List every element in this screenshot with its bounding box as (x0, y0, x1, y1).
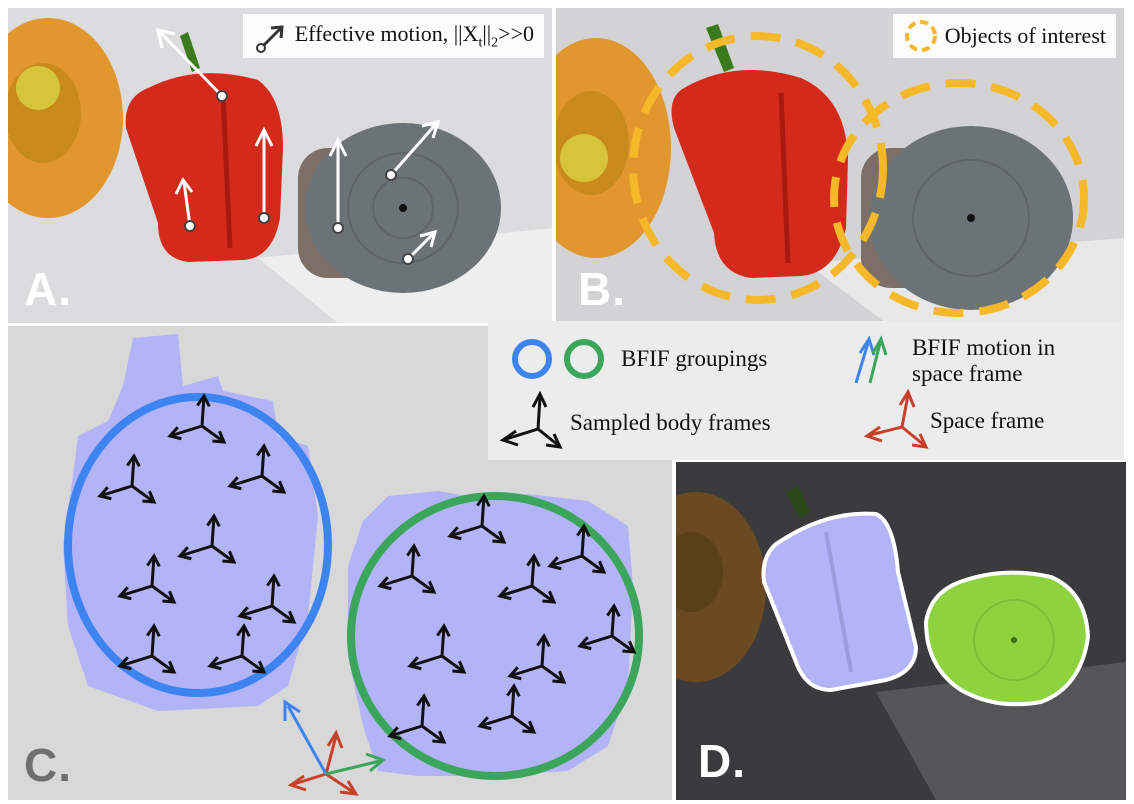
motion-arrow-icon (255, 25, 284, 53)
body-frame-triad (167, 393, 227, 444)
can-mask-center (1011, 637, 1017, 643)
legend-objects-of-interest: Objects of interest (892, 14, 1116, 58)
legend-effective-motion: Effective motion, ||Xt||2>>0 (242, 14, 544, 58)
motion-arrows (156, 27, 441, 265)
legend-space-frame: Space frame (930, 408, 1045, 433)
panel-a: Effective motion, ||Xt||2>>0 A. (8, 8, 552, 323)
bfif-motion-arrows-icon (854, 335, 888, 384)
body-frame-triad (547, 523, 607, 574)
body-frame-triad (497, 553, 557, 604)
sampled-body-frames (97, 393, 637, 744)
legend-groupings: BFIF groupings (621, 346, 768, 371)
pepper-stem (786, 486, 810, 518)
panel-c-diagram (63, 334, 643, 796)
body-frame-triad (377, 543, 437, 594)
red-pepper (125, 32, 283, 262)
pepper-mask-shade (824, 531, 853, 673)
body-frame-triad (227, 443, 287, 494)
legend-motion-line1: BFIF motion in (912, 335, 1056, 360)
body-frame-triad (237, 573, 297, 624)
dashed-circle-icon (904, 20, 937, 52)
frame-triad-icon (499, 390, 563, 449)
body-frame-triad (117, 623, 177, 674)
body-frame-triad (177, 513, 237, 564)
can-mask (923, 570, 1091, 707)
can-mask-ring (973, 599, 1055, 681)
legend-text: Objects of interest (944, 23, 1106, 48)
body-frame-triad (207, 623, 267, 674)
orange-toy (8, 18, 123, 218)
panel-c: C. (8, 326, 672, 800)
red-pepper (671, 24, 848, 278)
panel-label-b: B. (578, 263, 626, 315)
blue-grouping (64, 393, 332, 697)
body-frame-triad (387, 693, 447, 744)
legend-icons (499, 335, 929, 449)
panel-label-a: A. (24, 263, 72, 315)
objects-of-interest-circles (629, 32, 1088, 317)
space-frame-icon (863, 388, 929, 449)
panel-b-scene (556, 8, 1124, 323)
panel-label-d: D. (698, 735, 746, 787)
green-grouping (347, 492, 643, 780)
body-frame-triad (507, 633, 567, 684)
panel-label-c: C. (24, 739, 72, 791)
gray-can (298, 123, 501, 293)
green-circle-icon (564, 339, 604, 379)
blue-circle-icon (512, 339, 552, 379)
body-frame-triad (577, 603, 637, 654)
body-frame-triad (407, 623, 467, 674)
body-frame-triad (477, 683, 537, 734)
panel-a-scene (8, 8, 552, 323)
legend-motion-line2: space frame (912, 361, 1023, 386)
body-frame-triad (97, 453, 157, 504)
space-frame (283, 699, 386, 796)
panel-d: D. (676, 462, 1126, 800)
legend-body-frames: Sampled body frames (570, 410, 771, 435)
body-frame-triad (447, 493, 507, 544)
legend-text: Effective motion, ||Xt||2>>0 (294, 20, 534, 51)
orange-toy (676, 492, 766, 682)
gray-can (861, 126, 1073, 310)
panel-b: Objects of interest B. (556, 8, 1124, 323)
orange-toy (556, 38, 671, 258)
panel-d-scene (676, 462, 1126, 800)
legend-panel-c: BFIF groupings BFIF motion in space fram… (488, 321, 1124, 460)
purple-mask-left (63, 334, 318, 711)
body-frame-triad (117, 553, 177, 604)
